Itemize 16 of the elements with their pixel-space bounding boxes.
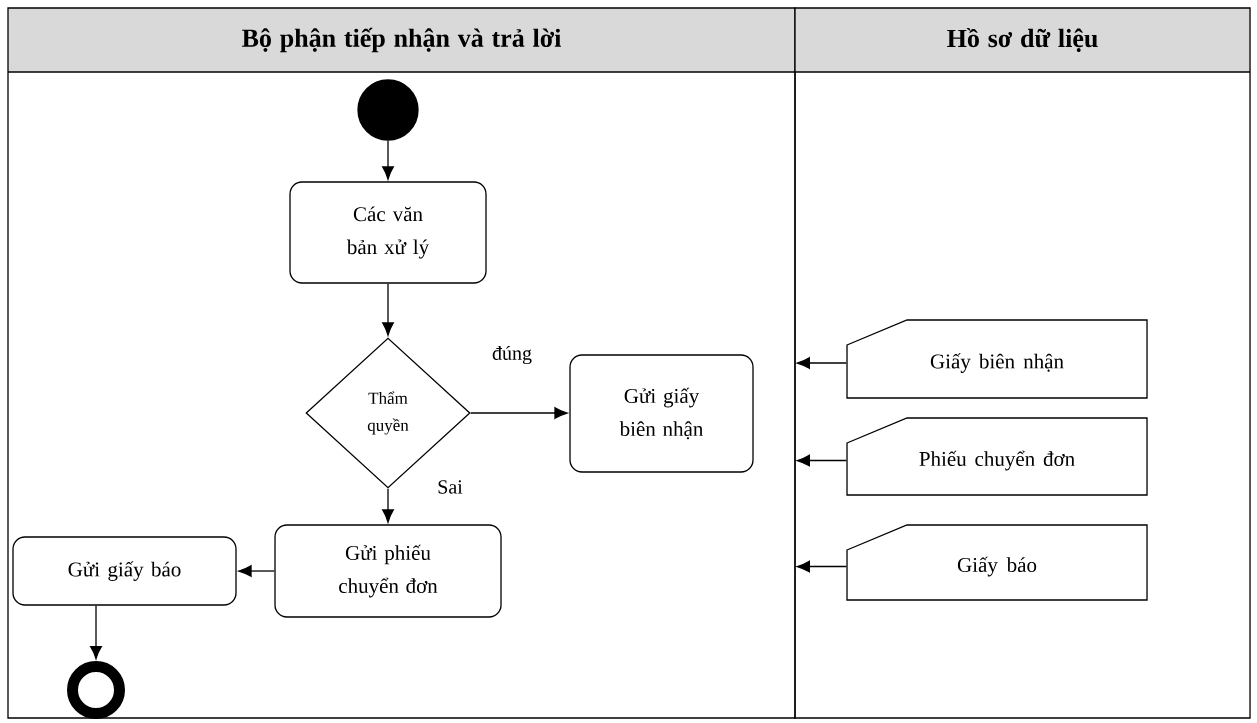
arrow — [238, 565, 275, 577]
activity-box: Gửi phiếu chuyển đơn — [274, 524, 502, 618]
arrow — [382, 140, 394, 180]
edge-label: đúng — [490, 343, 534, 367]
arrow — [796, 357, 847, 369]
activity-box: Gửi giấy biên nhận — [569, 354, 754, 473]
start-node — [357, 79, 419, 141]
arrow — [796, 560, 847, 573]
arrow — [90, 605, 102, 660]
arrow — [470, 407, 568, 419]
activity-box: Các văn bản xử lý — [289, 181, 487, 284]
activity-box: Gửi giấy báo — [12, 536, 237, 606]
arrow — [382, 283, 394, 336]
arrow — [382, 488, 394, 523]
arrow — [796, 454, 847, 467]
end-node — [67, 661, 125, 719]
